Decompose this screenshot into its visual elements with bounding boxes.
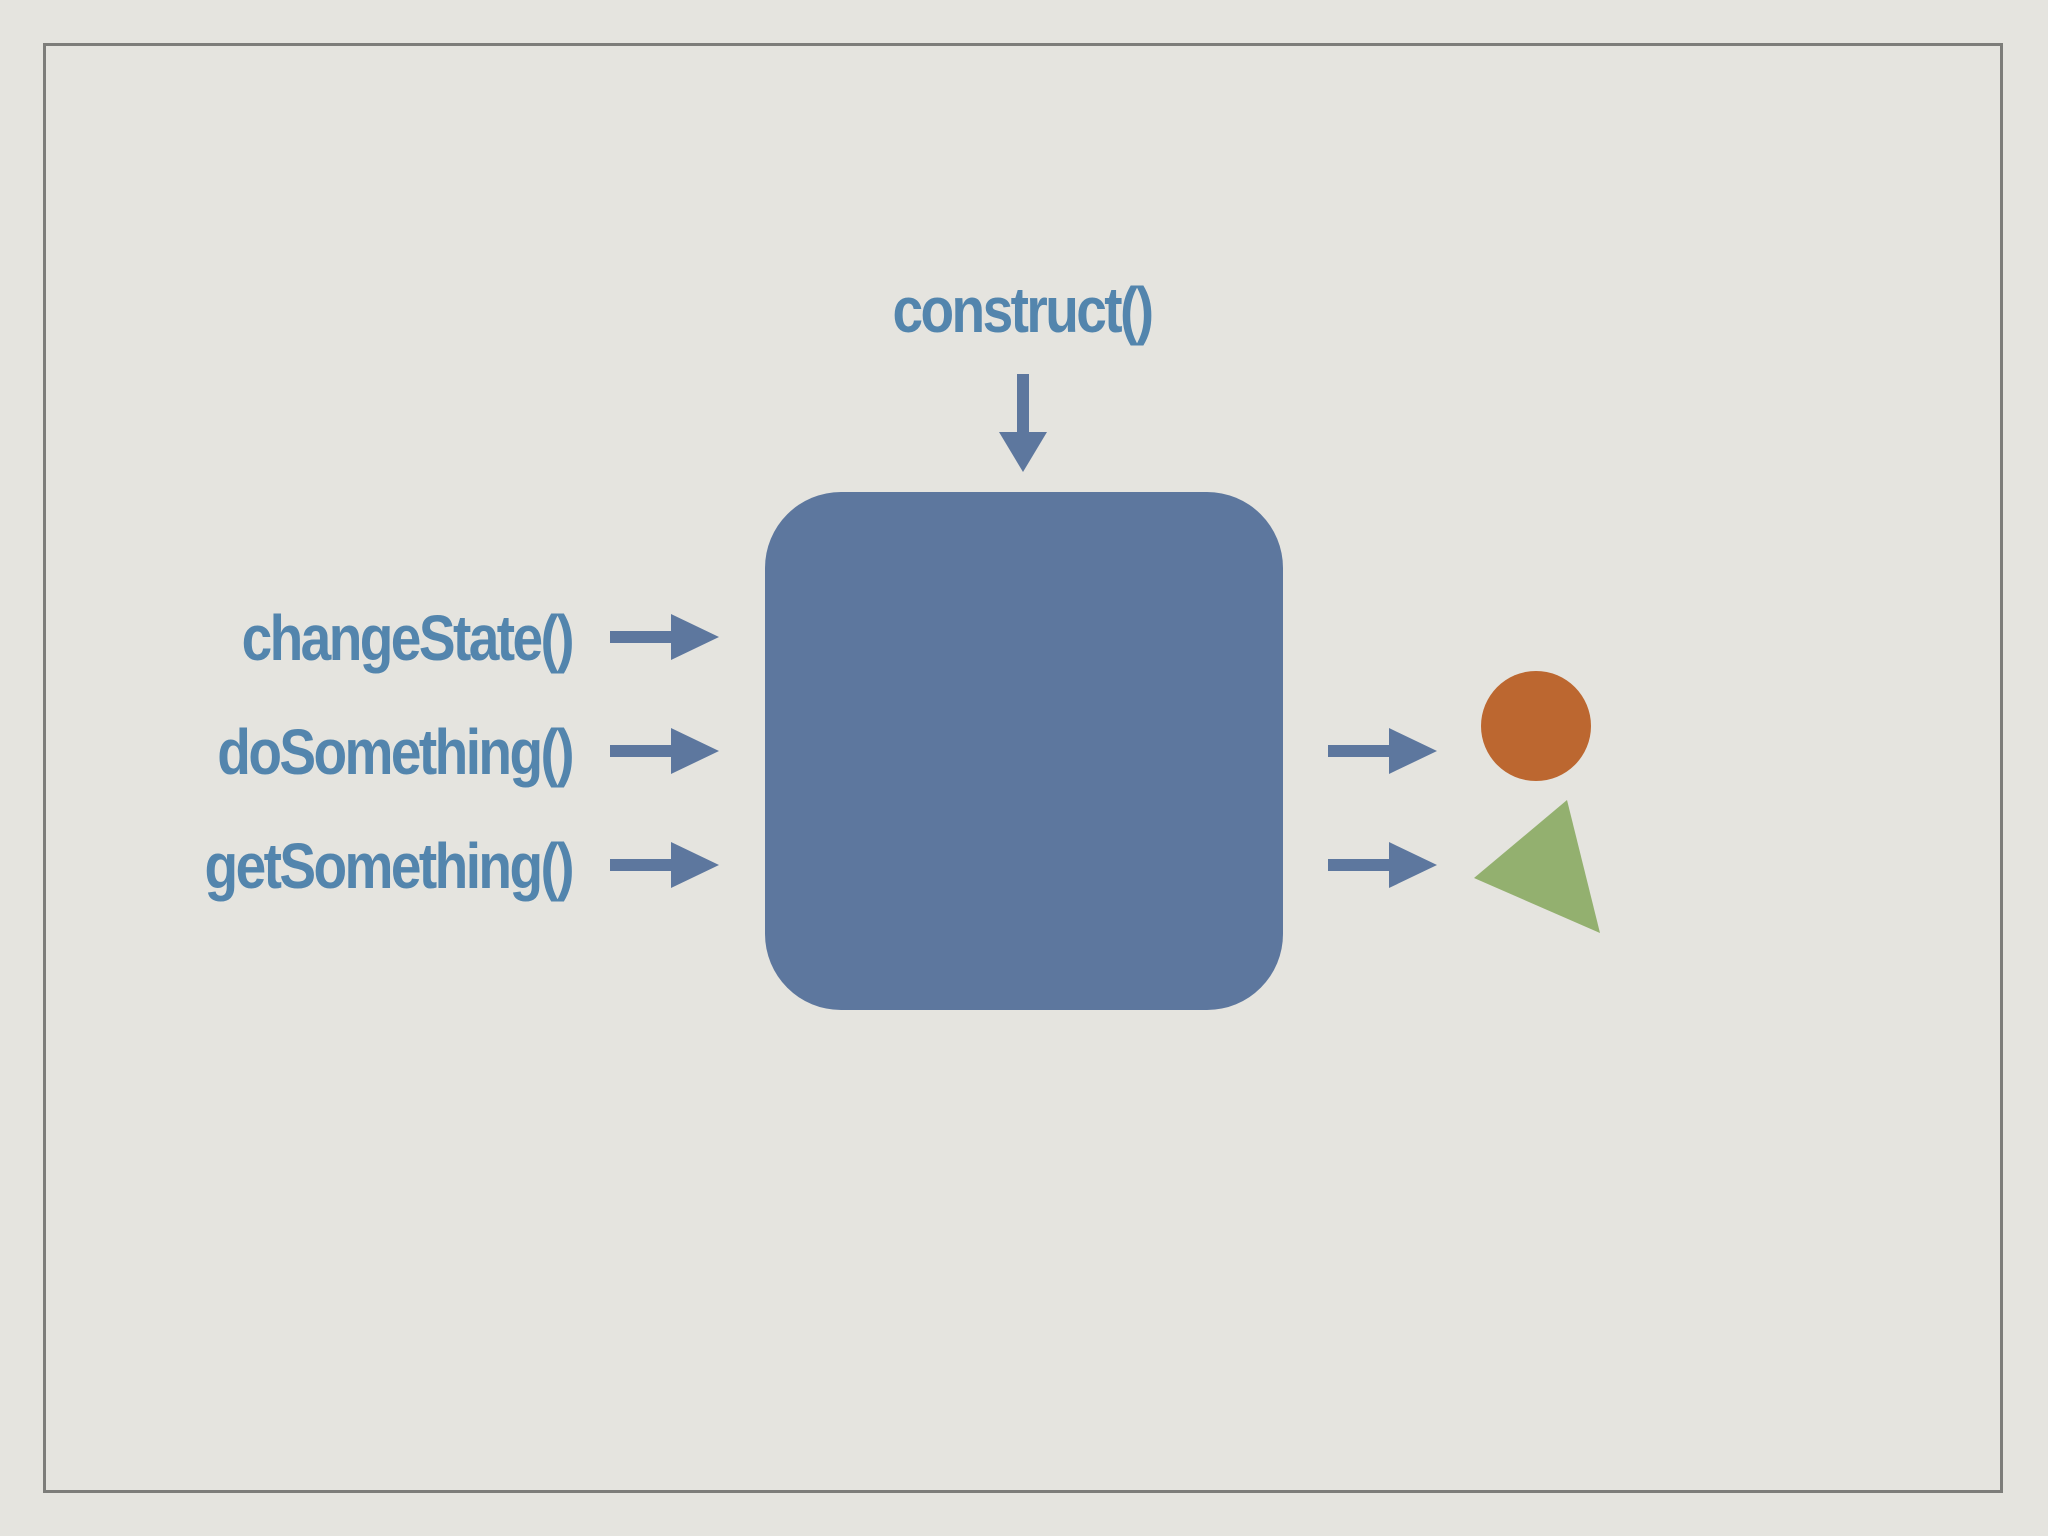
input-arrow-get-something: [610, 842, 719, 888]
output-arrow-triangle: [1328, 842, 1437, 888]
input-arrow-change-state: [610, 614, 719, 660]
construct-label: construct(): [892, 274, 1154, 346]
triangle-shape: [1474, 800, 1600, 933]
construct-arrow: [999, 374, 1047, 472]
object-box: [765, 492, 1283, 1010]
circle-shape: [1481, 671, 1591, 781]
input-arrow-do-something: [610, 728, 719, 774]
change-state-label: changeState(): [241, 602, 575, 674]
get-something-label: getSomething(): [204, 830, 575, 902]
output-arrow-circle: [1328, 728, 1437, 774]
do-something-label: doSomething(): [217, 716, 574, 788]
slide-frame: [43, 43, 2003, 1493]
